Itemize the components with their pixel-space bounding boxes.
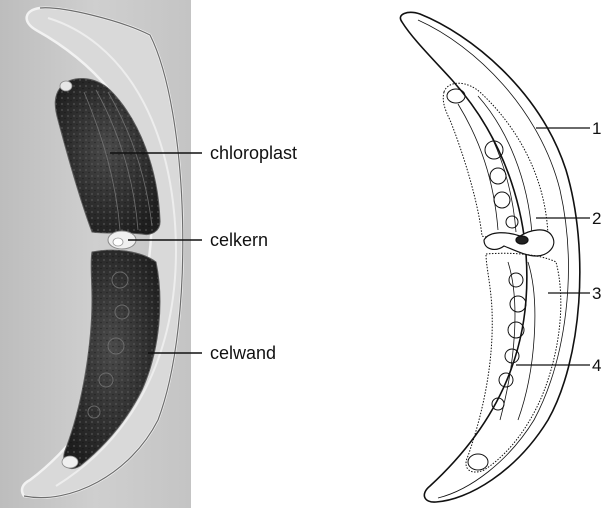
- number-1: 1: [592, 120, 601, 137]
- label-celwand: celwand: [210, 344, 276, 362]
- drawing-nucleus: [484, 230, 554, 256]
- number-4: 4: [592, 357, 601, 374]
- drawing: [400, 12, 579, 502]
- number-2: 2: [592, 210, 601, 227]
- label-celkern: celkern: [210, 231, 268, 249]
- micrograph-photo: [0, 0, 191, 508]
- label-chloroplast: chloroplast: [210, 144, 297, 162]
- drawing-cell-wall: [400, 12, 579, 502]
- number-3: 3: [592, 285, 601, 302]
